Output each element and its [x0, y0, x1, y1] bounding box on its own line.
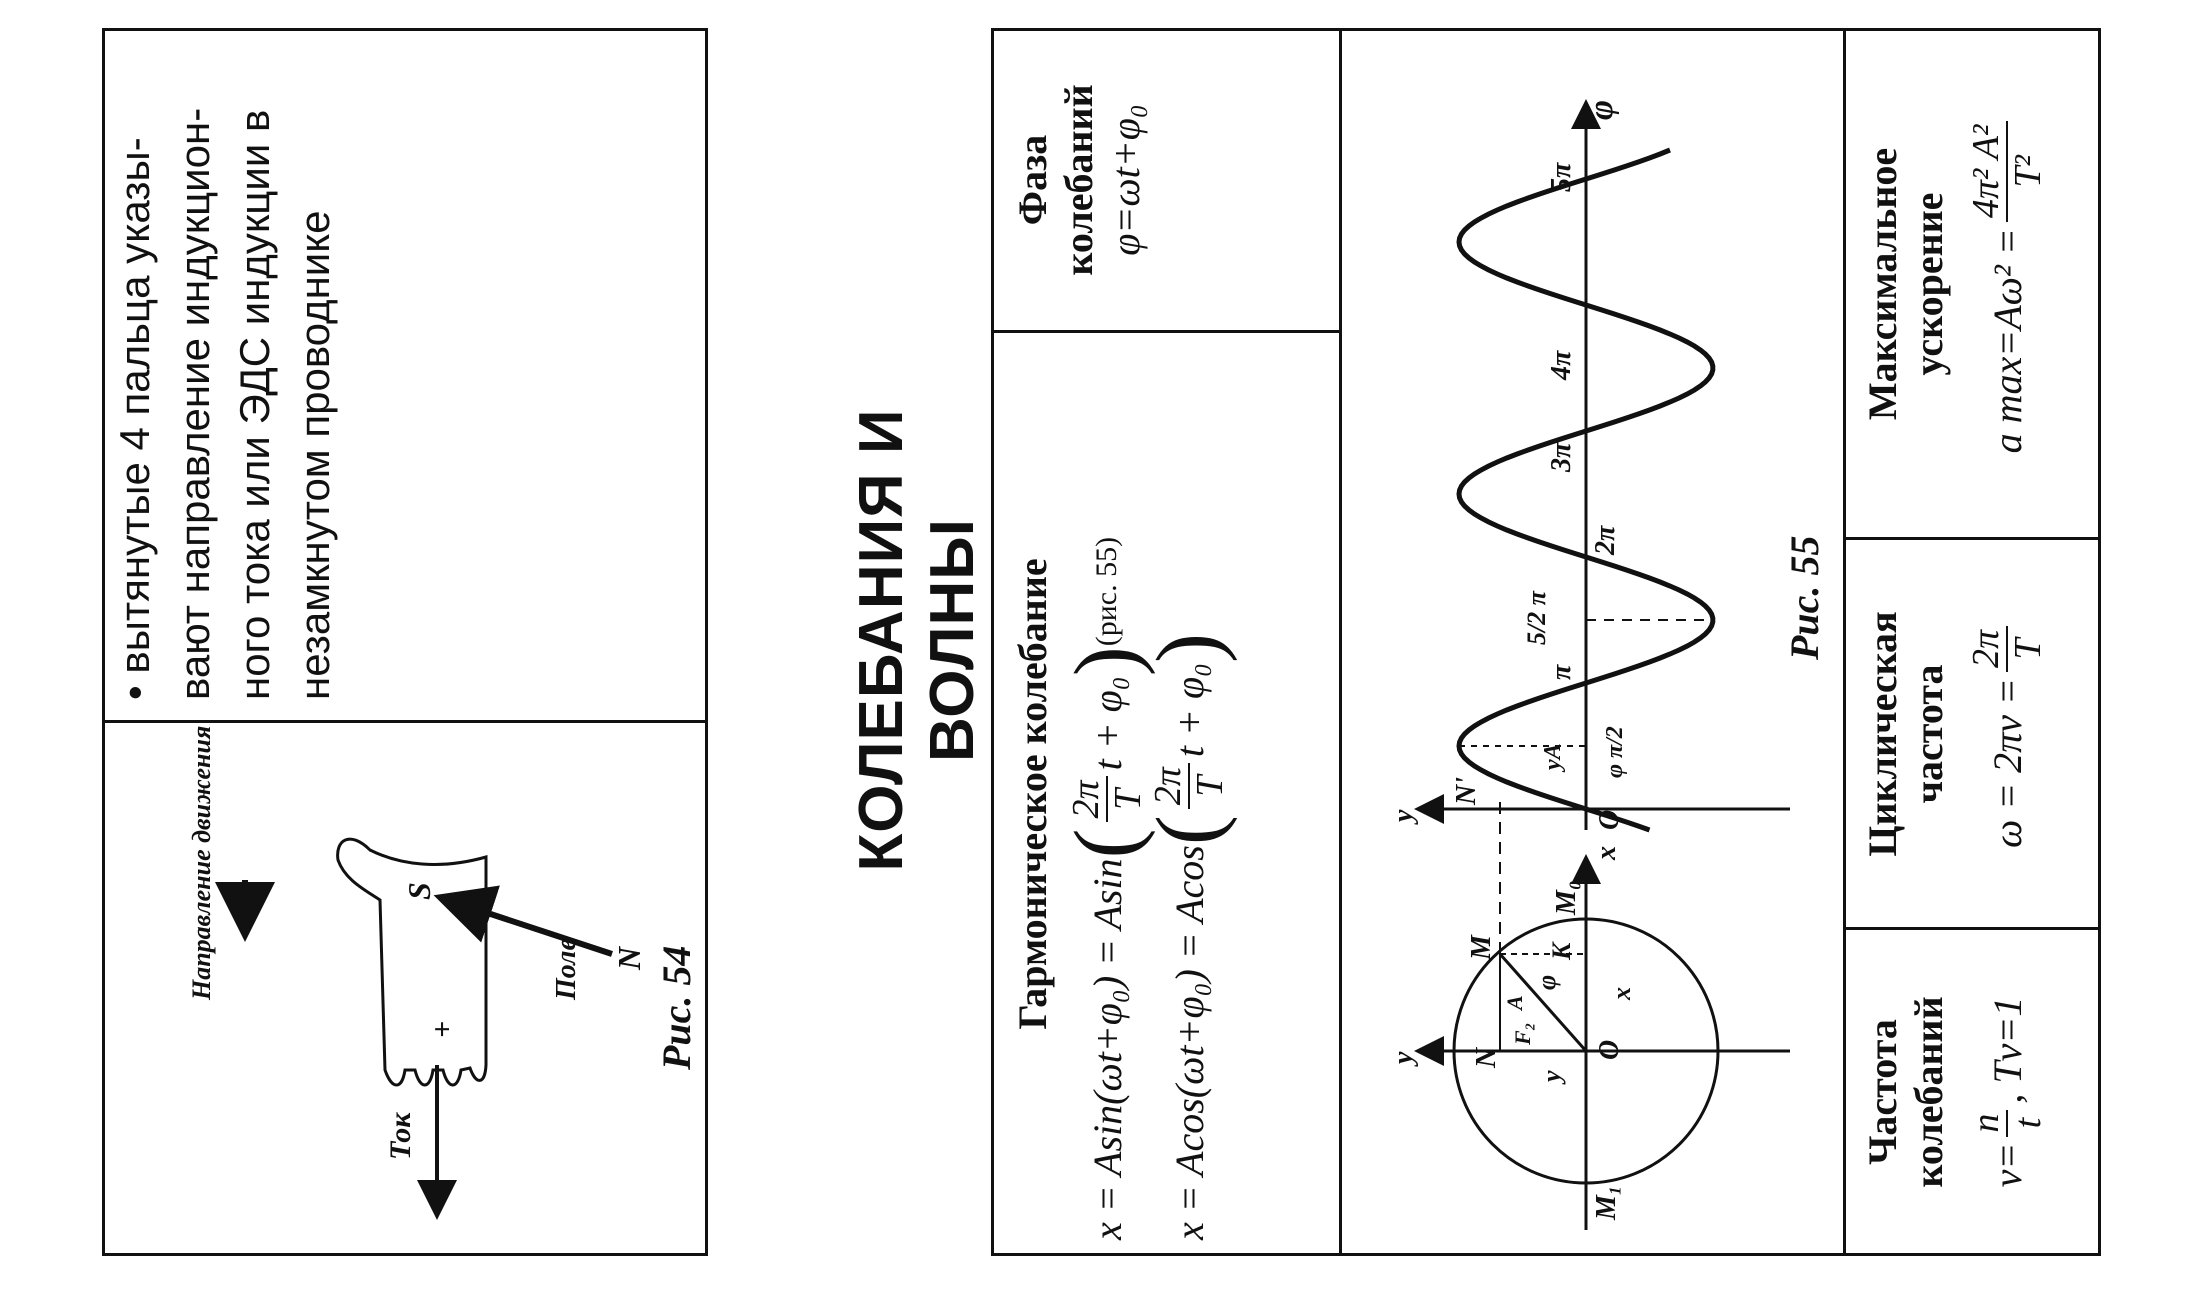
current-label: Ток	[384, 1112, 417, 1160]
fig55-caption: Рис. 55	[1782, 536, 1827, 661]
label-2pi: 2π	[1590, 525, 1621, 556]
sine-wave	[1456, 147, 1716, 833]
south-label: S	[401, 882, 437, 900]
label-K: K	[1547, 941, 1576, 961]
label-y-projection: y	[1537, 1070, 1566, 1085]
label-phi-angle: φ	[1532, 975, 1561, 990]
label-yA: yA	[1540, 743, 1566, 773]
field-label: Поле	[551, 938, 582, 1001]
fig54-caption: Рис. 54	[654, 946, 699, 1071]
label-5-2pi: 5/2 π	[1522, 590, 1551, 645]
label-phi-axis: φ	[1583, 100, 1620, 120]
label-origin: O	[1594, 810, 1625, 830]
label-4pi: 4π	[1546, 350, 1577, 381]
label-y-circle: y	[1388, 1051, 1419, 1067]
label-5pi: 5π	[1546, 162, 1577, 192]
label-3pi: 3π	[1546, 442, 1577, 473]
field-arrow	[433, 885, 613, 957]
hand-outline	[336, 837, 488, 1087]
label-circle-origin: O	[1594, 1040, 1625, 1060]
label-M1: M₁	[1591, 1185, 1622, 1221]
label-y-sine: y	[1388, 809, 1419, 825]
hand-figure: Ток + Поле N S Направление движения Рис.…	[187, 726, 699, 1220]
plus-sign: +	[426, 1021, 459, 1038]
label-x-projection: x	[1607, 987, 1636, 1001]
north-label: N	[611, 945, 647, 971]
label-N: N	[1471, 1046, 1502, 1069]
label-M0: M₀	[1551, 880, 1582, 916]
label-phi-pi-2: φ π/2	[1602, 726, 1628, 778]
label-N-prime: N'	[1451, 777, 1482, 806]
label-F2: F₂	[1510, 1023, 1535, 1046]
label-A: A	[1502, 995, 1527, 1012]
label-pi: π	[1546, 664, 1577, 680]
radius-vector	[1498, 953, 1588, 1052]
motion-label: Направление движения	[187, 726, 216, 1001]
label-x-axis: x	[1591, 846, 1622, 861]
label-M: M	[1466, 934, 1497, 961]
oscillation-figure: φ 5π 4π 3π 2π 5/2 π π φ π/2 yA N' O y y …	[1388, 99, 1827, 1230]
